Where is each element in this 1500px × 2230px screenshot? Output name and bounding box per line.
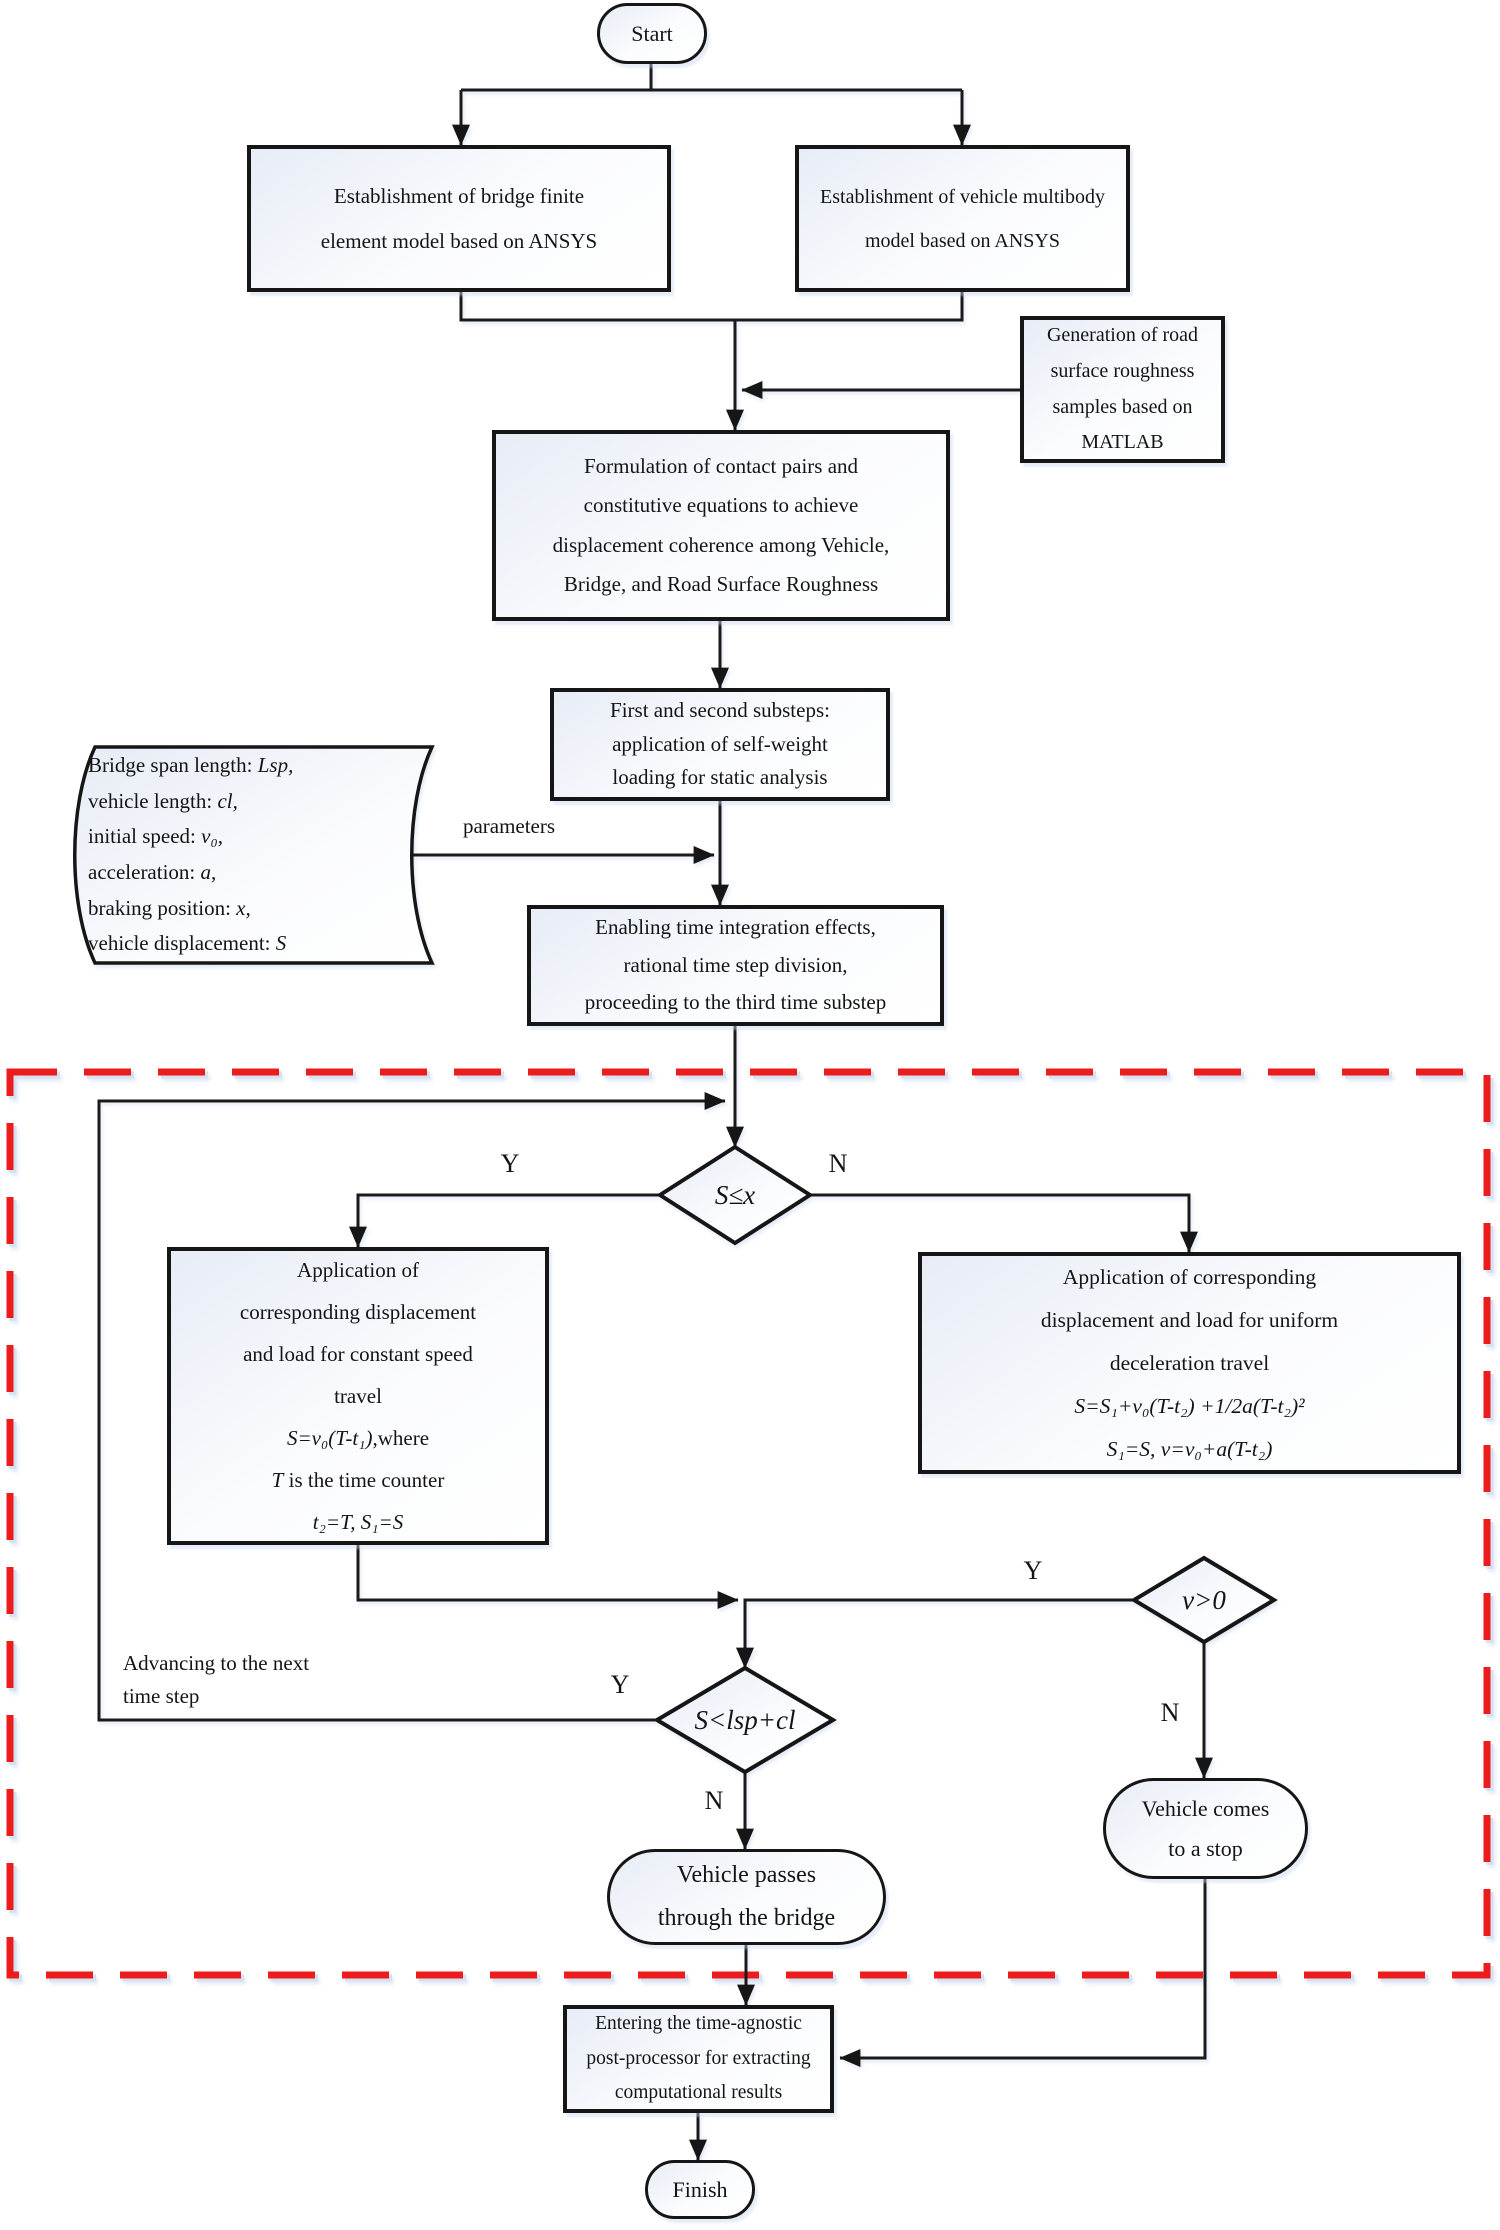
- start-node: Start: [597, 3, 707, 64]
- edge-next-timestep-loop: [97, 1092, 726, 1722]
- start-label: Start: [631, 20, 673, 46]
- decision-braking-label: S≤x: [714, 1179, 756, 1210]
- speed-no-label: N: [1160, 1698, 1180, 1727]
- parameters-input-node: Bridge span length: Lsp,vehicle length: …: [88, 752, 294, 956]
- bridge-exit-no-label: N: [704, 1786, 724, 1815]
- decision-bridge-exit-label: S<lsp+cl: [694, 1704, 796, 1735]
- decision-speed-label: v>0: [1182, 1584, 1226, 1615]
- speed-yes-label: Y: [1023, 1556, 1043, 1585]
- finish-label: Finish: [672, 2176, 728, 2202]
- edge-stop-to-postprocessor: [839, 1879, 1207, 2067]
- bridge-exit-yes-label: Y: [610, 1670, 630, 1699]
- braking-no-label: N: [828, 1149, 848, 1178]
- edge-models-merge: [459, 292, 964, 322]
- decision-speed-shape: [1130, 1555, 1278, 1645]
- edge-speed-yes-to-exit-decision: [736, 1598, 1134, 1669]
- static-substeps-node: First and second substeps:application of…: [550, 688, 890, 801]
- parameters-shape: [73, 745, 435, 965]
- edge-constant-speed-out: [356, 1545, 739, 1609]
- parameters-edge-label: parameters: [462, 813, 556, 838]
- edge-braking-yes: [349, 1193, 660, 1248]
- finish-node: Finish: [645, 2160, 755, 2219]
- time-loop-dashed-boundary: [6, 1068, 1491, 1979]
- decision-bridge-exit-shape: [653, 1665, 837, 1775]
- decision-braking-shape: [656, 1144, 814, 1246]
- edge-braking-no: [810, 1193, 1198, 1253]
- time-integration-node: Enabling time integration effects,ration…: [527, 905, 944, 1026]
- braking-yes-label: Y: [500, 1149, 520, 1178]
